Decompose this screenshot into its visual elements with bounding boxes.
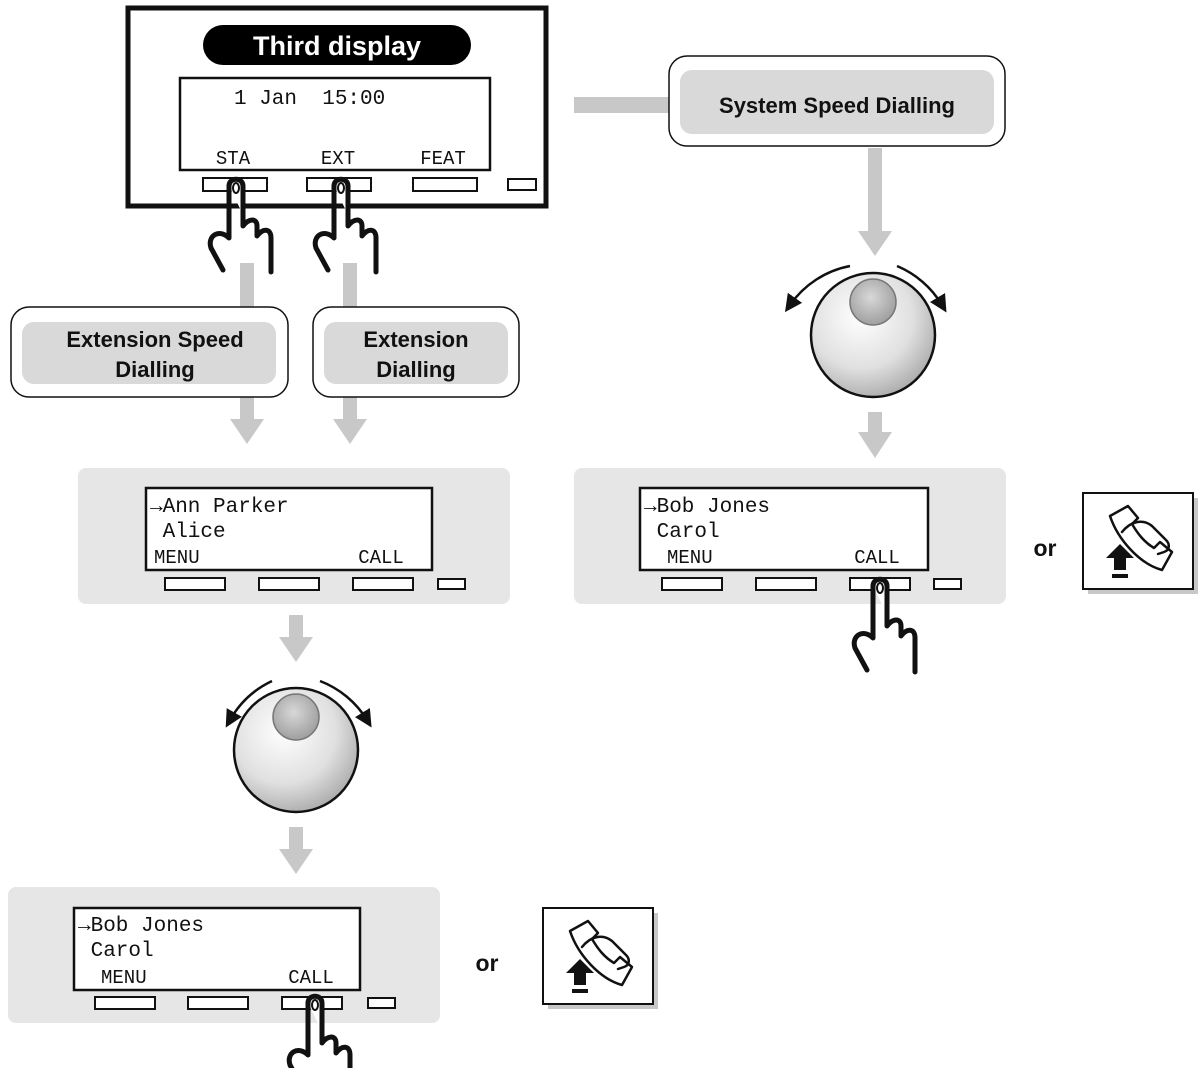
third-display-panel: Third display 1 Jan 15:00 STA EXT FEAT — [125, 5, 549, 209]
softkey-2-button[interactable] — [187, 996, 249, 1010]
lcd-panel-bottom: →Bob Jones Carol MENU CALL — [8, 887, 440, 1023]
jog-dial-right-icon — [784, 264, 947, 399]
lcd-sys-line2: Carol — [644, 521, 720, 544]
lcd-sys-call: CALL — [854, 547, 900, 569]
off-hook-button[interactable] — [1082, 492, 1198, 594]
lcd-bottom-menu: MENU — [101, 967, 147, 989]
third-display-screen — [178, 76, 492, 172]
softkey-call-button[interactable] — [352, 577, 414, 591]
softkey-1-button[interactable] — [661, 577, 723, 591]
extension-speed-dialling-label: Extension Speed Dialling — [10, 306, 289, 398]
small-key-button[interactable] — [507, 178, 537, 191]
softkey-2-button[interactable] — [755, 577, 817, 591]
lcd-bottom-line2: Carol — [78, 940, 154, 963]
small-key-button[interactable] — [437, 578, 466, 590]
svg-text:Extension: Extension — [363, 327, 468, 352]
svg-text:Dialling: Dialling — [115, 357, 194, 382]
jog-dial-left-icon — [225, 679, 372, 814]
lcd-ext-call: CALL — [358, 547, 404, 569]
or-label-bottom: or — [476, 950, 499, 976]
softkey-2-button[interactable] — [258, 577, 320, 591]
softkey-label-feat: FEAT — [420, 148, 466, 170]
small-key-button[interactable] — [367, 997, 396, 1009]
third-display-title: Third display — [253, 31, 421, 61]
svg-text:System Speed Dialling: System Speed Dialling — [719, 93, 955, 118]
extension-dialling-label: Extension Dialling — [312, 306, 520, 398]
or-label: or — [1034, 535, 1057, 561]
system-speed-dialling-label: System Speed Dialling — [668, 55, 1006, 147]
third-display-title-pill — [203, 25, 471, 65]
softkey-1-button[interactable] — [94, 996, 156, 1010]
lcd-sys-line1: →Bob Jones — [644, 496, 770, 519]
svg-text:Dialling: Dialling — [376, 357, 455, 382]
lcd-ext-line1: →Ann Parker — [150, 496, 289, 519]
connector-bar — [574, 97, 670, 113]
lcd-ext-menu: MENU — [154, 547, 200, 569]
softkey-1-button[interactable] — [164, 577, 226, 591]
lcd-bottom-call: CALL — [288, 967, 334, 989]
lcd-ext-line2: Alice — [150, 521, 226, 544]
svg-text:Extension Speed: Extension Speed — [66, 327, 243, 352]
third-display-datetime: 1 Jan 15:00 — [234, 88, 385, 111]
lcd-sys-menu: MENU — [667, 547, 713, 569]
lcd-bottom-line1: →Bob Jones — [78, 915, 204, 938]
lcd-panel-system: →Bob Jones Carol MENU CALL — [574, 468, 1006, 604]
softkey-feat-button[interactable] — [412, 177, 478, 192]
small-key-button[interactable] — [933, 578, 962, 590]
off-hook-button-bottom[interactable] — [542, 907, 658, 1009]
softkey-label-sta: STA — [216, 148, 251, 170]
flow-arrows — [230, 148, 892, 874]
lcd-panel-extension: →Ann Parker Alice MENU CALL — [78, 468, 510, 604]
softkey-label-ext: EXT — [321, 148, 355, 170]
